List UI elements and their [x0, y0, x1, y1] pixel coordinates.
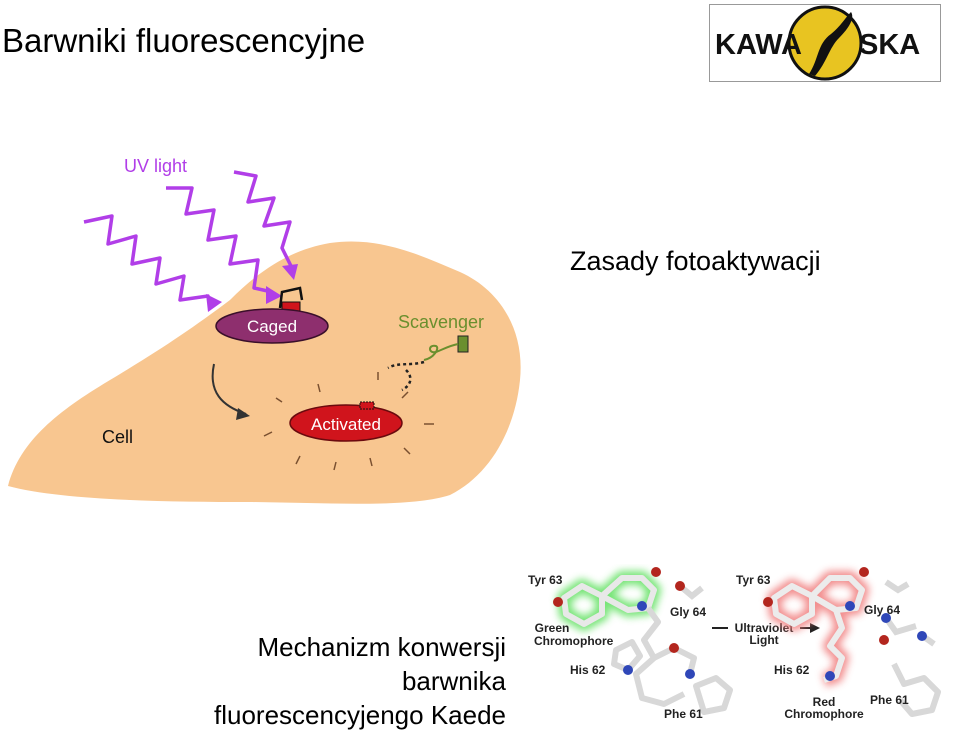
- uv-arrowhead-1: [206, 294, 222, 312]
- scavenger-tail: [423, 343, 459, 361]
- scavenger-label: Scavenger: [398, 312, 484, 332]
- caged-label: Caged: [247, 317, 297, 336]
- slide-title: Barwniki fluorescencyjne: [2, 22, 366, 59]
- red-chromophore-structure: [763, 567, 941, 717]
- caption-kaede-mechanism: Mechanizm konwersji barwnika fluorescenc…: [148, 630, 506, 732]
- label-tyr63-left: Tyr 63: [528, 573, 563, 587]
- cell-label: Cell: [102, 427, 133, 447]
- label-his62-right: His 62: [774, 663, 810, 677]
- logo-text-left: KAWA: [715, 29, 802, 61]
- green-chromophore-structure: [553, 567, 733, 715]
- caption-kaede-line1: Mechanizm konwersji barwnika: [257, 632, 506, 696]
- cage-bracket: [278, 286, 304, 309]
- kaede-mechanism-figure: Tyr 63 Gly 64 Green Chromophore His 62 P…: [528, 567, 941, 721]
- scavenger-molecule: [457, 335, 469, 353]
- activated-molecule: [289, 404, 403, 442]
- uv-ray-2: [166, 186, 273, 294]
- logo-text-right: SKA: [859, 29, 920, 61]
- uv-arrowheads: [206, 264, 298, 312]
- uv-rays: [83, 170, 294, 303]
- kawaska-logo: KAWA SKA: [709, 4, 941, 82]
- label-phe61-right: Phe 61: [870, 693, 909, 707]
- label-red-line1: Red: [813, 695, 836, 709]
- label-his62-left: His 62: [570, 663, 606, 677]
- label-green-line1: Green: [535, 621, 570, 635]
- activation-glow-lines: [263, 372, 434, 471]
- uv-light-label: UV light: [124, 156, 187, 176]
- label-phe61-left: Phe 61: [664, 707, 703, 721]
- caged-molecule: [215, 308, 329, 344]
- label-ultraviolet: Ultraviolet: [735, 621, 794, 635]
- cell-body: [8, 241, 521, 504]
- released-tag: [359, 401, 375, 410]
- scavenger-capture-path: [387, 360, 425, 370]
- label-light: Light: [749, 633, 778, 647]
- label-gly64-right: Gly 64: [864, 603, 900, 617]
- caption-photoactivation: Zasady fotoaktywacji: [570, 246, 821, 276]
- caption-kaede-line2: fluorescencyjengo Kaede: [214, 700, 506, 730]
- uv-ray-1: [83, 214, 212, 303]
- uv-conversion-arrowhead: [810, 623, 820, 633]
- label-gly64-left: Gly 64: [670, 605, 706, 619]
- scavenger-capture-curl: [401, 369, 412, 392]
- label-tyr63-right: Tyr 63: [736, 573, 771, 587]
- uv-arrowhead-2: [266, 286, 282, 304]
- label-green-line2: Chromophore: [534, 634, 614, 648]
- uv-arrowhead-3: [282, 264, 298, 280]
- activated-label: Activated: [311, 415, 381, 434]
- label-red-line2: Chromophore: [784, 707, 864, 721]
- uv-ray-3: [233, 170, 294, 269]
- activation-arrowhead: [236, 408, 250, 420]
